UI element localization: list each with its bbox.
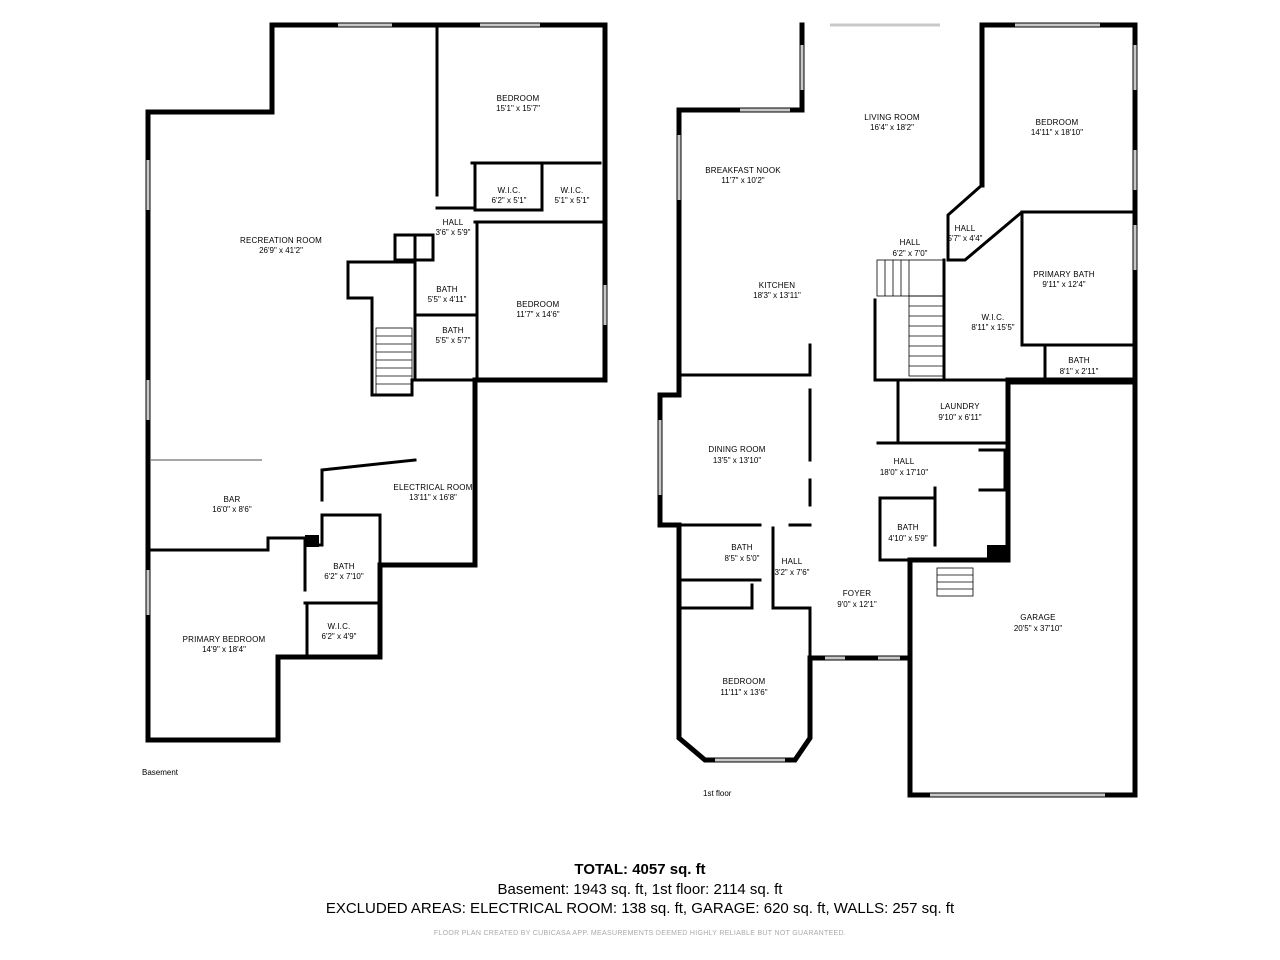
room-dims: 11'7" x 10'2" [721,176,764,185]
basement-outer-wall [145,22,608,743]
room-dims: 11'7" x 14'6" [516,310,559,319]
room-name: ELECTRICAL ROOM [393,483,472,492]
room-dims: 9'10" x 6'11" [938,413,981,422]
basement-plan [145,22,608,743]
room-name: W.I.C. [982,313,1005,322]
disclaimer-note: FLOOR PLAN CREATED BY CUBICASA APP. MEAS… [433,930,847,937]
room-dims: 13'11" x 16'8" [409,493,457,502]
room-dims: 14'9" x 18'4" [202,645,246,654]
floor-label-basement: Basement [142,768,179,777]
room-name: PRIMARY BEDROOM [183,635,266,644]
total-area: TOTAL: 4057 sq. ft [574,861,706,878]
room-dims: 3'2" x 7'6" [775,568,810,577]
area-totals: TOTAL: 4057 sq. ft Basement: 1943 sq. ft… [0,860,1280,918]
room-dims: 4'10" x 5'9" [888,534,928,543]
room-name: FOYER [843,589,872,598]
room-dims: 26'9" x 41'2" [259,246,303,255]
floor-areas: Basement: 1943 sq. ft, 1st floor: 2114 s… [497,881,783,898]
room-dims: 6'2" x 4'9" [322,632,357,641]
room-dims: 11'11" x 13'6" [720,688,767,697]
excluded-areas: EXCLUDED AREAS: ELECTRICAL ROOM: 138 sq.… [325,900,955,917]
room-name: HALL [782,557,803,566]
room-name: BATH [333,562,355,571]
room-name: LAUNDRY [940,402,980,411]
room-dims: 5'5" x 5'7" [436,336,471,345]
room-name: BATH [442,326,464,335]
room-dims: 6'2" x 7'10" [324,572,364,581]
room-name: BEDROOM [497,94,540,103]
room-name: BEDROOM [1036,118,1079,127]
room-name: BATH [731,543,753,552]
first-floor-room-labels: LIVING ROOM 16'4" x 18'2" BEDROOM 14'11"… [703,113,1099,798]
room-dims: 8'1" x 2'11" [1060,367,1099,376]
room-dims: 9'0" x 12'1" [837,600,877,609]
room-name: BAR [223,495,240,504]
room-dims: 15'1" x 15'7" [496,104,540,113]
room-name: KITCHEN [759,281,796,290]
room-dims: 8'11" x 15'5" [971,323,1014,332]
garage-wall [907,379,1138,798]
room-dims: 16'4" x 18'2" [870,123,914,132]
room-dims: 6'2" x 5'1" [492,196,527,205]
room-name: DINING ROOM [708,445,765,454]
room-name: PRIMARY BATH [1033,270,1095,279]
room-name: W.I.C. [498,186,521,195]
first-floor-stairs [876,259,944,377]
room-name: HALL [443,218,464,227]
room-name: BATH [1068,356,1090,365]
room-dims: 3'6" x 5'9" [436,228,471,237]
room-name: HALL [894,457,915,466]
room-name: BEDROOM [517,300,560,309]
room-dims: 18'0" x 17'10" [880,468,928,477]
room-name: RECREATION ROOM [240,236,322,245]
room-name: HALL [955,224,976,233]
room-dims: 20'5" x 37'10" [1014,624,1062,633]
room-dims: 13'5" x 13'10" [713,456,761,465]
room-dims: 18'3" x 13'11" [753,291,801,300]
room-name: BATH [897,523,919,532]
room-dims: 9'11" x 12'4" [1042,280,1085,289]
room-name: W.I.C. [561,186,584,195]
basement-stairs [375,327,413,395]
room-dims: 5'7" x 4'4" [948,234,983,243]
room-name: BREAKFAST NOOK [705,166,781,175]
room-dims: 8'5" x 5'0" [725,554,760,563]
room-dims: 6'2" x 7'0" [893,249,928,258]
room-dims: 16'0" x 8'6" [212,505,252,514]
room-dims: 5'5" x 4'11" [428,295,467,304]
room-dims: 14'11" x 18'10" [1031,128,1083,137]
room-name: W.I.C. [328,622,351,631]
basement-room-labels: BEDROOM 15'1" x 15'7" W.I.C. 6'2" x 5'1"… [142,94,590,777]
room-name: BATH [436,285,458,294]
room-name: GARAGE [1020,613,1055,622]
room-dims: 5'1" x 5'1" [555,196,590,205]
room-name: BEDROOM [723,677,766,686]
first-floor-plan [657,22,1138,798]
room-name: HALL [900,238,921,247]
room-name: LIVING ROOM [864,113,920,122]
garage-steps [936,567,974,597]
floor-label-first-floor: 1st floor [703,789,732,798]
